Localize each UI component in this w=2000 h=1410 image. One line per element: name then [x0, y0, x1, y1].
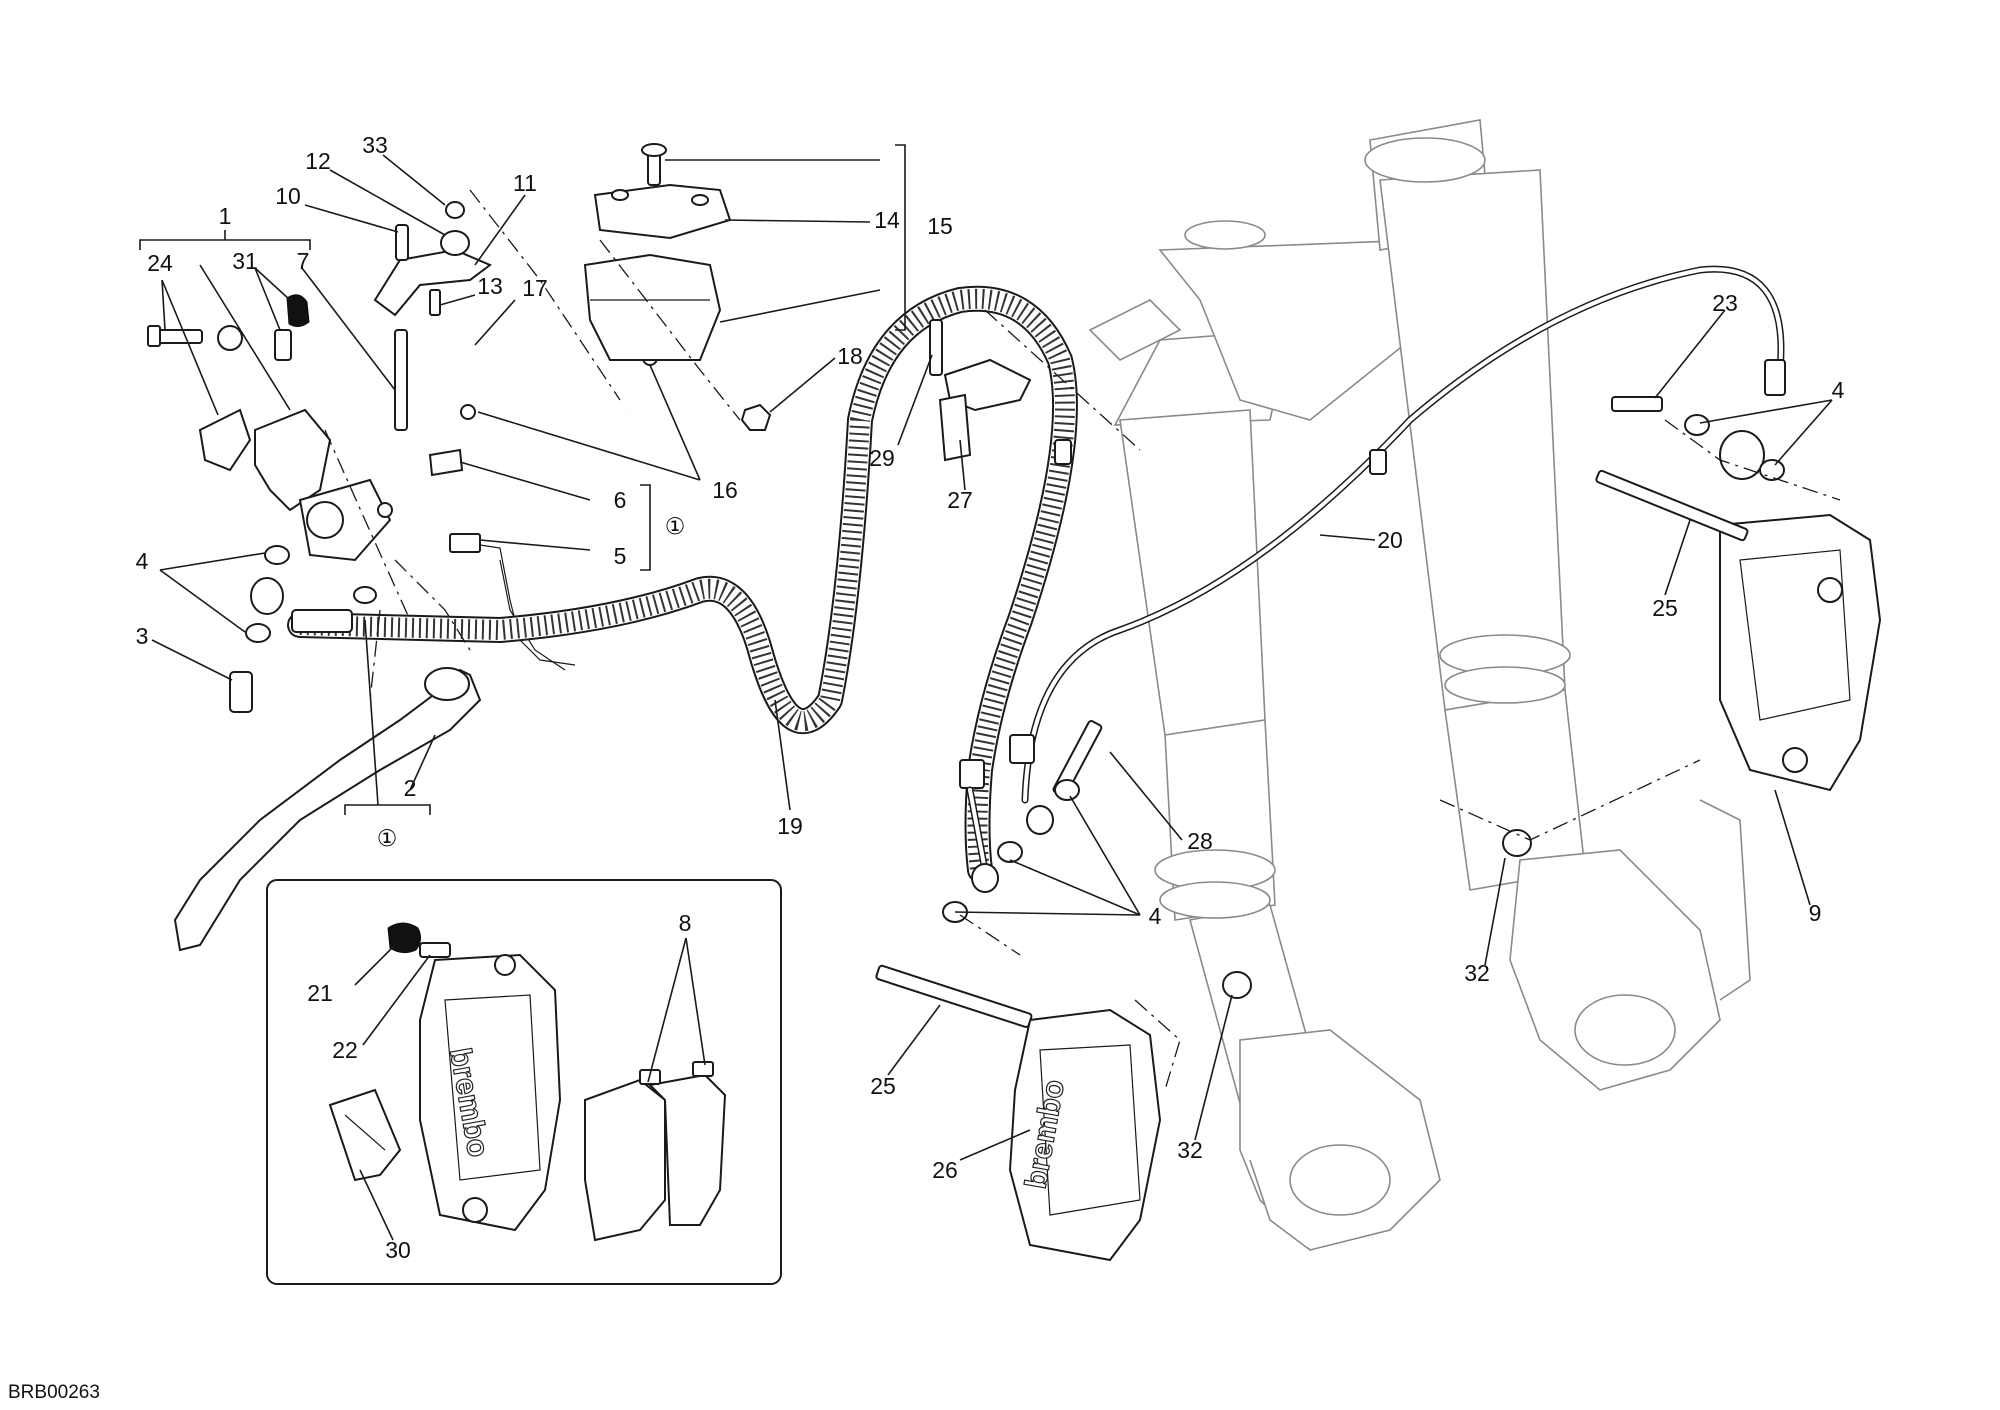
group-symbol-lever: ①	[377, 825, 398, 851]
callout-7: 7	[297, 248, 310, 274]
callout-4-lower: 4	[1149, 903, 1162, 929]
callout-33: 33	[362, 132, 388, 158]
brake-hoses	[287, 265, 1786, 883]
callout-labels: 1 2 3 4 5 6 7 8 9 10 11 12 13 14 15 16 1…	[136, 132, 1845, 1263]
callout-23: 23	[1712, 290, 1738, 316]
callout-30: 30	[385, 1237, 411, 1263]
callout-4-right: 4	[1832, 377, 1845, 403]
callout-29: 29	[869, 445, 895, 471]
callout-18: 18	[837, 343, 863, 369]
callout-6: 6	[614, 487, 627, 513]
callout-1: 1	[219, 203, 232, 229]
front-calipers: brembo	[875, 414, 1882, 1262]
callout-17: 17	[522, 275, 548, 301]
callout-2: 2	[404, 775, 417, 801]
callout-leaders	[139, 144, 1833, 1241]
drawing-code: BRB00263	[8, 1382, 100, 1403]
group-symbol-switch: ①	[665, 513, 686, 539]
callout-9: 9	[1809, 900, 1822, 926]
callout-28: 28	[1187, 828, 1213, 854]
callout-21: 21	[307, 980, 333, 1006]
callout-13: 13	[477, 273, 503, 299]
callout-5: 5	[614, 543, 627, 569]
callout-24: 24	[147, 250, 173, 276]
callout-8: 8	[679, 910, 692, 936]
callout-16: 16	[712, 477, 738, 503]
callout-25-lower: 25	[870, 1073, 896, 1099]
callout-20: 20	[1377, 527, 1403, 553]
callout-32-lower: 32	[1177, 1137, 1203, 1163]
callout-19: 19	[777, 813, 803, 839]
callout-3: 3	[136, 623, 149, 649]
callout-11: 11	[513, 170, 537, 196]
assembly-centerlines	[324, 189, 1841, 1091]
callout-27: 27	[947, 487, 973, 513]
callout-4-left: 4	[136, 548, 149, 574]
callout-12: 12	[305, 148, 331, 174]
callout-14: 14	[874, 207, 900, 233]
callout-22: 22	[332, 1037, 358, 1063]
callout-26: 26	[932, 1157, 958, 1183]
callout-25-right: 25	[1652, 595, 1678, 621]
caliper-detail-inset: brembo	[266, 879, 782, 1285]
callout-15: 15	[927, 213, 953, 239]
master-cylinder-assembly	[147, 201, 658, 952]
callout-32-right: 32	[1464, 960, 1490, 986]
callout-31: 31	[232, 248, 258, 274]
callout-10: 10	[275, 183, 301, 209]
front-fork-assembly	[1088, 119, 1751, 1251]
